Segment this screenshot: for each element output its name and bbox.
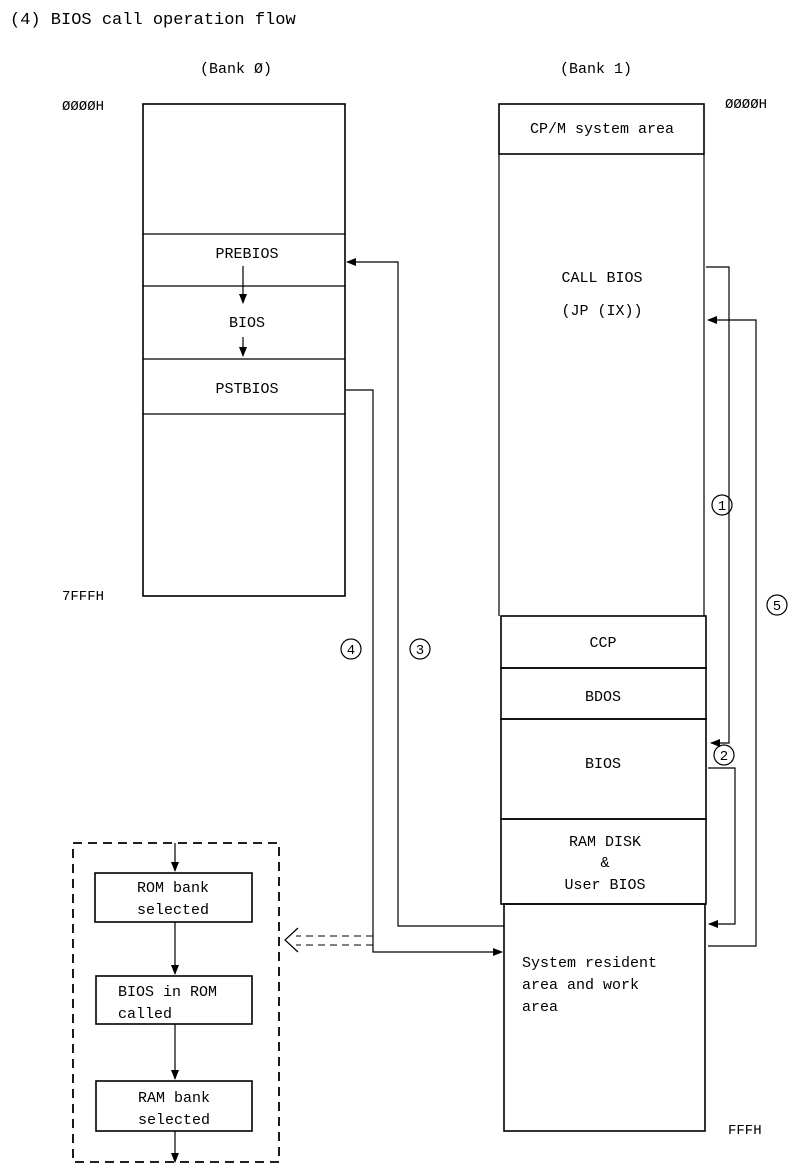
bank1-bdos-label: BDOS	[585, 689, 621, 706]
step-marker-3: 3	[416, 643, 424, 659]
bank0-end-address: 7FFFH	[62, 589, 104, 605]
bank1-resident-label-line1: System resident	[522, 955, 657, 972]
flow-arrows	[284, 258, 757, 956]
bios-in-rom-line2: called	[118, 1006, 172, 1023]
bank1-resident-label-line2: area and work	[522, 977, 639, 994]
bank1-ramdisk-label: RAM DISK	[569, 834, 641, 851]
bios-in-rom-line1: BIOS in ROM	[118, 984, 217, 1001]
step-marker-1: 1	[718, 499, 726, 515]
bank1-label: (Bank 1)	[560, 61, 632, 78]
bank1-memory-map: CP/M system area CALL BIOS (JP (IX)) CCP…	[498, 103, 707, 1132]
bank1-ccp-label: CCP	[589, 635, 616, 652]
flow-path-5	[707, 316, 757, 947]
step-marker-4: 4	[347, 643, 355, 659]
flow-path-2	[708, 767, 736, 928]
bank1-resident-label-line3: area	[522, 999, 558, 1016]
bank1-jp-ix-label: (JP (IX))	[561, 303, 642, 320]
step-markers: 1 2 3 4 5	[340, 494, 788, 766]
bank1-call-bios-label: CALL BIOS	[561, 270, 642, 287]
bank1-start-address: ØØØØH	[725, 97, 767, 113]
flow-path-3	[346, 258, 504, 927]
step-marker-2: 2	[720, 749, 728, 765]
bank1-user-bios-label: User BIOS	[564, 877, 645, 894]
rom-link-arrowhead	[284, 927, 299, 953]
bank1-bios-label: BIOS	[585, 756, 621, 773]
rom-bank-selected-line1: ROM bank	[137, 880, 209, 897]
bank1-system-area-label: CP/M system area	[530, 121, 674, 138]
bank1-end-address: FFFH	[728, 1123, 762, 1139]
flow-path-1	[706, 266, 730, 747]
ram-bank-selected-line2: selected	[138, 1112, 210, 1129]
rom-bank-selected-line2: selected	[137, 902, 209, 919]
bank0-memory-map: PREBIOS BIOS PSTBIOS	[142, 103, 346, 597]
bank0-label: (Bank Ø)	[200, 61, 272, 78]
flow-path-4	[346, 389, 503, 956]
step-marker-5: 5	[773, 599, 781, 615]
diagram-title: (4) BIOS call operation flow	[10, 11, 296, 30]
bank0-prebios-label: PREBIOS	[215, 246, 278, 263]
bank0-start-address: ØØØØH	[62, 99, 104, 115]
rom-call-subflow: ROM bank selected BIOS in ROM called RAM…	[72, 842, 280, 1163]
ram-bank-selected-line1: RAM bank	[138, 1090, 210, 1107]
bank0-bios-label: BIOS	[229, 315, 265, 332]
bank0-pstbios-label: PSTBIOS	[215, 381, 278, 398]
bank1-ampersand-label: &	[600, 855, 609, 872]
